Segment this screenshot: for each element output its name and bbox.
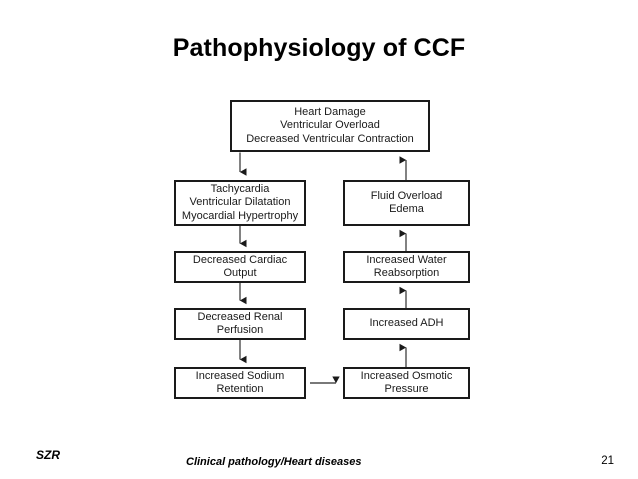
flowchart-node-label: Increased Water Reabsorption [366, 253, 447, 280]
flowchart-node-tachycardia: Tachycardia Ventricular Dilatation Myoca… [174, 180, 306, 226]
footer-subject: Clinical pathology/Heart diseases [186, 456, 362, 468]
flowchart-node-label: Increased Osmotic Pressure [360, 369, 453, 396]
flowchart-node-decreased-cardiac-output: Decreased Cardiac Output [174, 251, 306, 283]
flowchart-node-label: Fluid Overload Edema [370, 189, 443, 216]
flowchart-node-increased-sodium-retention: Increased Sodium Retention [174, 367, 306, 399]
flowchart-node-decreased-renal-perfusion: Decreased Renal Perfusion [174, 308, 306, 340]
flowchart-node-label: Decreased Cardiac Output [192, 253, 288, 280]
flowchart-connectors [239, 152, 407, 384]
pathophysiology-flowchart: Heart Damage Ventricular Overload Decrea… [174, 100, 470, 399]
flowchart-node-increased-adh: Increased ADH [343, 308, 470, 340]
flowchart-node-increased-osmotic-pressure: Increased Osmotic Pressure [343, 367, 470, 399]
flowchart-node-label: Decreased Renal Perfusion [197, 310, 283, 337]
flowchart-node-label: Increased Sodium Retention [195, 369, 285, 396]
footer-page-number: 21 [601, 455, 614, 467]
page-title: Pathophysiology of CCF [172, 34, 466, 62]
flowchart-node-label: Heart Damage Ventricular Overload Decrea… [246, 105, 414, 145]
flowchart-node-heart-damage: Heart Damage Ventricular Overload Decrea… [230, 100, 430, 152]
flowchart-node-increased-water-reabsorption: Increased Water Reabsorption [343, 251, 470, 283]
footer-author: SZR [36, 448, 60, 462]
flowchart-node-label: Tachycardia Ventricular Dilatation Myoca… [181, 182, 299, 222]
flowchart-node-label: Increased ADH [369, 317, 444, 330]
slide-footer: SZR Clinical pathology/Heart diseases 21 [0, 440, 638, 479]
flowchart-node-fluid-overload: Fluid Overload Edema [343, 180, 470, 226]
